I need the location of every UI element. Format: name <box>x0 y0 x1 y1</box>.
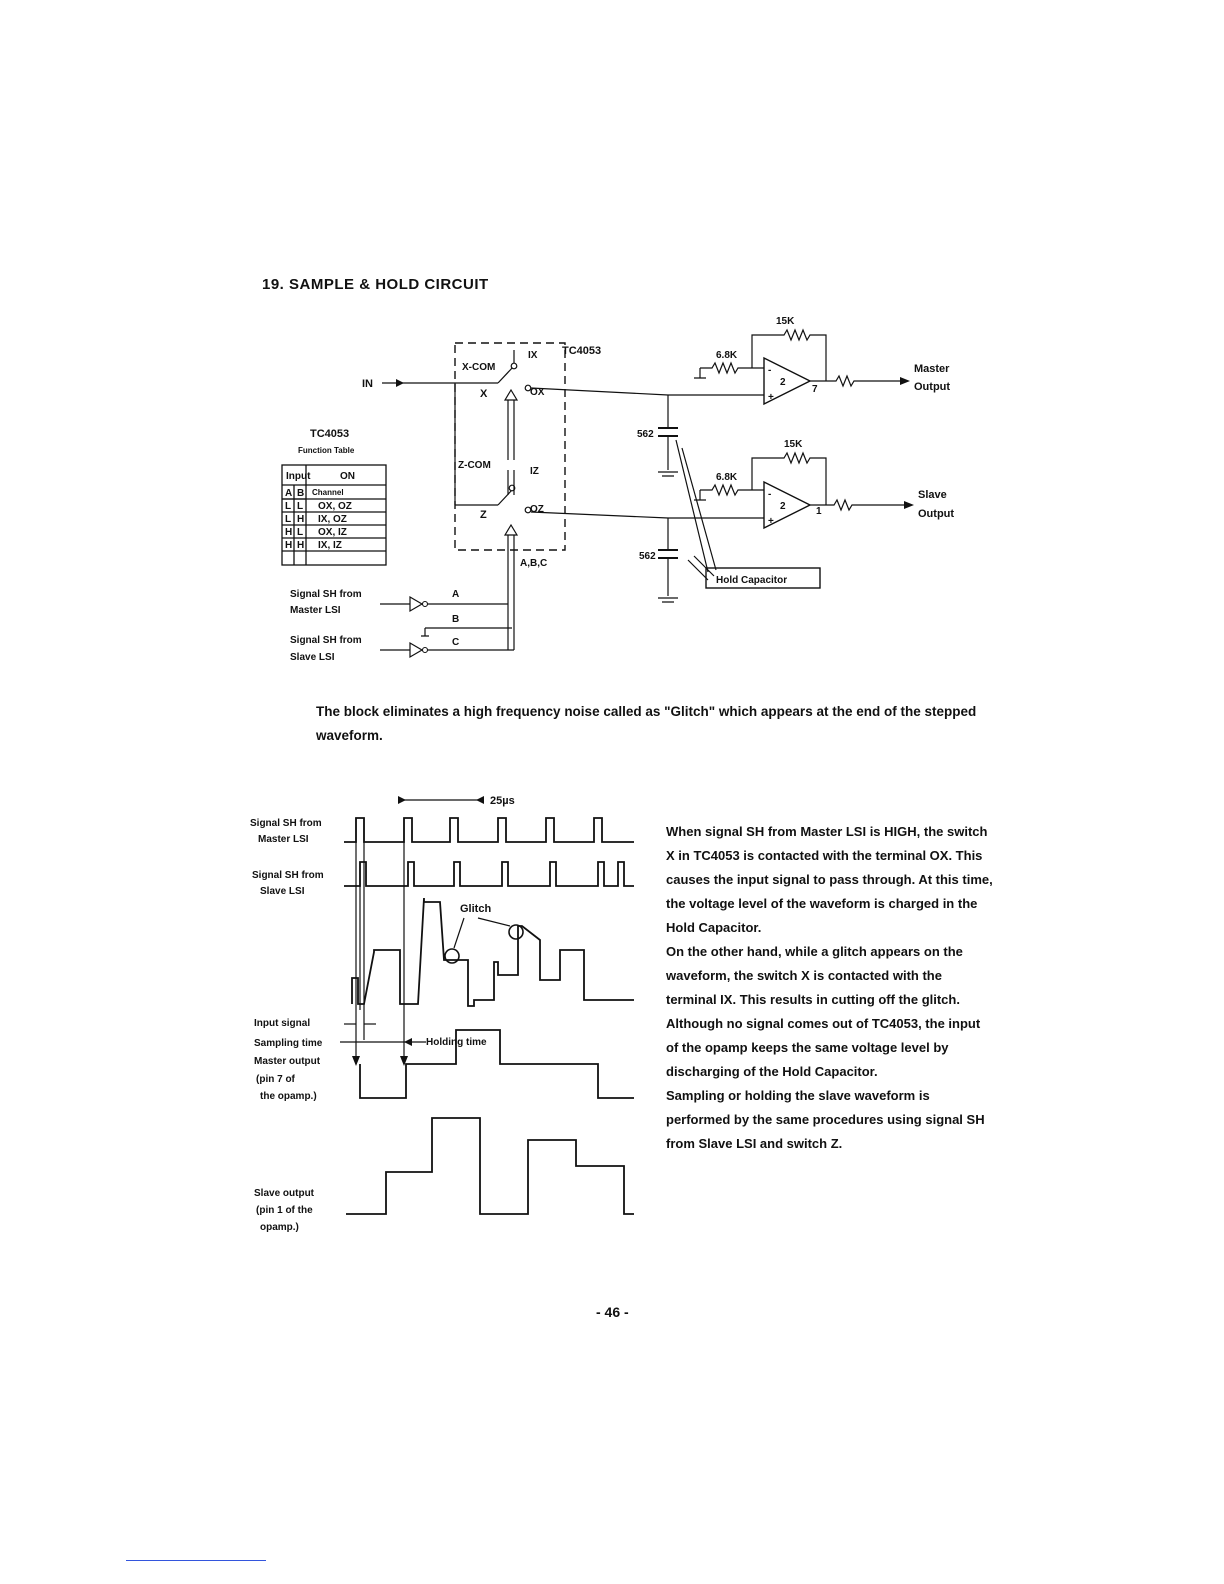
glitch-description: The block eliminates a high frequency no… <box>316 704 977 743</box>
function-table-subtitle: Function Table <box>298 446 355 455</box>
diagram-label: L <box>285 501 291 512</box>
diagram-label: A <box>452 589 459 600</box>
diagram-label: 562 <box>639 551 656 562</box>
diagram-label: IX, OZ <box>318 514 347 525</box>
function-table-title: TC4053 <box>310 428 349 440</box>
diagram-label: 6.8K <box>716 472 738 483</box>
diagram-label: 7 <box>812 384 818 395</box>
tc4053-outline <box>454 342 566 551</box>
diagram-label: 15K <box>784 439 803 450</box>
master-sh-waveform <box>344 817 634 843</box>
diagram-label: H <box>285 540 292 551</box>
sample-hold-circuit-diagram: TC4053 IN X-COM X IX OX Z-COM Z IZ OZ A,… <box>281 316 954 663</box>
diagram-label: Signal SH from <box>250 818 322 829</box>
diagram-label: B <box>452 614 459 625</box>
desc-paragraph-1: When signal SH from Master LSI is HIGH, … <box>666 824 993 935</box>
diagram-label: L <box>297 501 303 512</box>
diagram-label: Signal SH from <box>290 635 362 646</box>
function-table-rows: L L OX, OZ L H IX, OZ H L OX, IZ H H IX,… <box>285 501 352 551</box>
diagram-label: H <box>297 514 304 525</box>
diagram-label: Glitch <box>460 903 491 915</box>
function-table <box>281 464 387 566</box>
diagram-label: + <box>768 392 774 403</box>
diagram-label: OZ <box>530 504 544 515</box>
diagram-label: 25µs <box>490 795 515 807</box>
diagram-label: L <box>285 514 291 525</box>
diagram-label: the opamp.) <box>260 1091 317 1102</box>
slave-sh-waveform <box>344 861 634 887</box>
in-label: IN <box>362 378 373 390</box>
desc-paragraph-3: Sampling or holding the slave waveform i… <box>666 1088 985 1151</box>
slave-output-waveform <box>346 1117 634 1215</box>
diagram-label: 15K <box>776 316 795 327</box>
opamp-slave <box>763 480 812 530</box>
glitch-marker-2 <box>508 924 524 940</box>
timing-description: When signal SH from Master LSI is HIGH, … <box>666 820 996 1156</box>
diagram-label: Input <box>286 471 311 482</box>
diagram-label: H <box>297 540 304 551</box>
diagram-label: Z <box>480 509 487 521</box>
diagram-label: (pin 1 of the <box>256 1205 313 1216</box>
diagram-label: Master <box>914 363 950 375</box>
diagram-label: 1 <box>816 506 822 517</box>
diagram-label: Sampling time <box>254 1038 323 1049</box>
diagram-label: Signal SH from <box>252 870 324 881</box>
diagram-label: Master output <box>254 1056 321 1067</box>
glitch-marker-1 <box>444 948 460 964</box>
diagram-label: H <box>285 527 292 538</box>
diagram-label: Master LSI <box>258 834 309 845</box>
diagram-label: OX, OZ <box>318 501 352 512</box>
diagram-label: (pin 7 of <box>256 1074 296 1085</box>
diagram-label: + <box>768 516 774 527</box>
diagram-label: Signal SH from <box>290 589 362 600</box>
page-number: - 46 - <box>596 1304 629 1320</box>
diagram-label: A,B,C <box>520 558 547 569</box>
diagram-label: Master LSI <box>290 605 341 616</box>
diagram-label: Slave LSI <box>290 652 335 663</box>
diagram-label: L <box>297 527 303 538</box>
diagram-label: IX, IZ <box>318 540 342 551</box>
diagram-label: X-COM <box>462 362 495 373</box>
diagram-label: OX, IZ <box>318 527 347 538</box>
diagram-label: Holding time <box>426 1037 487 1048</box>
diagram-label: opamp.) <box>260 1222 299 1233</box>
diagram-label: Z-COM <box>458 460 491 471</box>
footnote-rule <box>126 1560 266 1561</box>
diagram-label: 2 <box>780 501 786 512</box>
diagram-label: B <box>297 488 304 499</box>
diagram-label: Slave LSI <box>260 886 305 897</box>
input-signal-waveform <box>351 897 634 1007</box>
diagram-label: - <box>768 489 771 500</box>
diagram-label: Output <box>914 381 950 393</box>
diagram-label: OX <box>530 387 545 398</box>
diagram-label: ON <box>340 471 355 482</box>
diagram-label: Slave output <box>254 1188 315 1199</box>
diagram-label: A <box>285 488 292 499</box>
diagram-label: - <box>768 365 771 376</box>
opamp-master <box>763 356 812 406</box>
diagram-label: Slave <box>918 489 947 501</box>
diagram-label: Output <box>918 508 954 520</box>
diagram-label: Hold Capacitor <box>716 575 787 586</box>
master-output-waveform <box>359 1029 634 1099</box>
tc4053-label: TC4053 <box>562 345 601 357</box>
diagram-label: X <box>480 388 488 400</box>
diagram-label: 6.8K <box>716 350 738 361</box>
diagram-label: 2 <box>780 377 786 388</box>
desc-paragraph-2: On the other hand, while a glitch appear… <box>666 944 981 1079</box>
diagram-label: IX <box>528 350 538 361</box>
section-title: 19. SAMPLE & HOLD CIRCUIT <box>262 276 489 293</box>
diagram-label: 562 <box>637 429 654 440</box>
diagram-label: C <box>452 637 459 648</box>
diagram-label: Channel <box>312 488 344 497</box>
diagram-label: Input signal <box>254 1018 310 1029</box>
diagram-label: IZ <box>530 466 539 477</box>
